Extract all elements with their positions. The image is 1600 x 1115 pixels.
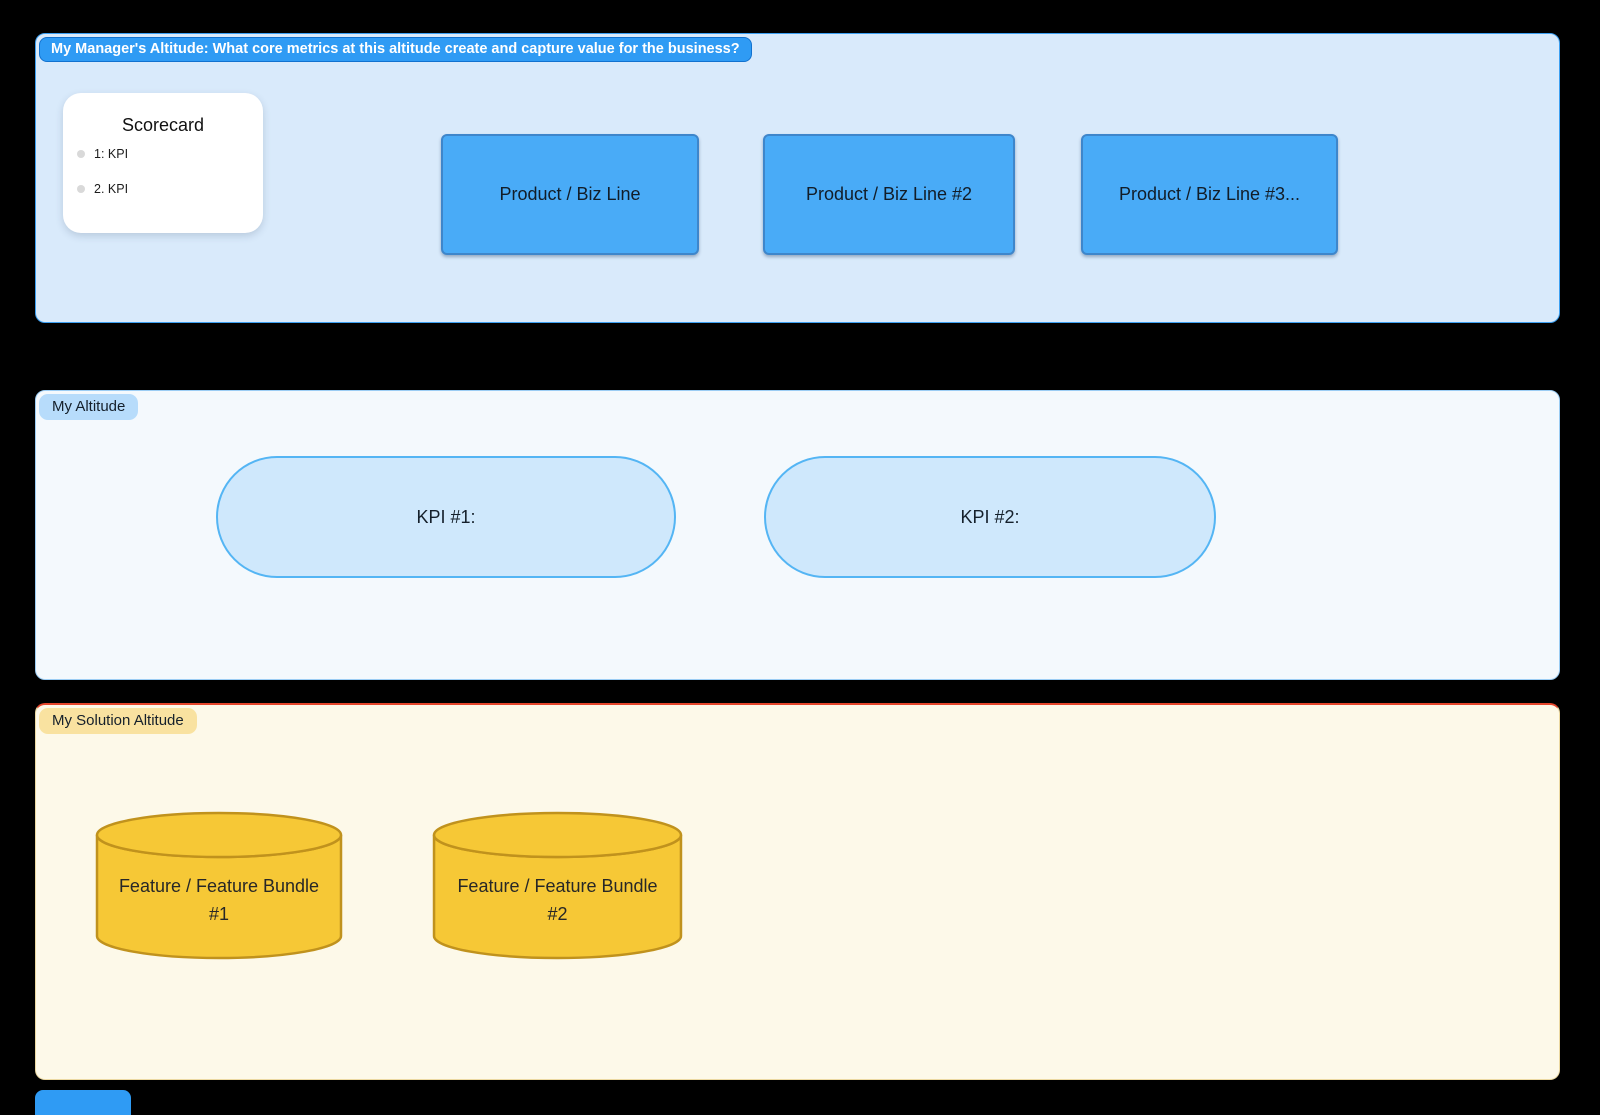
cylinder-label-line1: Feature / Feature Bundle bbox=[457, 876, 658, 896]
product-biz-line-box-2[interactable]: Product / Biz Line #2 bbox=[763, 134, 1015, 255]
scorecard-card[interactable]: Scorecard 1: KPI 2. KPI bbox=[63, 93, 263, 233]
scorecard-title: Scorecard bbox=[121, 115, 205, 135]
feature-bundle-cylinder-2[interactable]: Feature / Feature Bundle #2 bbox=[431, 810, 684, 962]
frame-title-badge-manager-altitude[interactable]: My Manager's Altitude: What core metrics… bbox=[39, 37, 752, 62]
kpi-pill-2[interactable]: KPI #2: bbox=[764, 456, 1216, 578]
scorecard-item-label: 2. KPI bbox=[94, 182, 129, 196]
frame-title-badge-my-altitude[interactable]: My Altitude bbox=[39, 394, 139, 420]
cylinder-label-line2: #1 bbox=[208, 904, 230, 924]
scorecard-item-label: 1: KPI bbox=[94, 147, 129, 161]
kpi-pill-1[interactable]: KPI #1: bbox=[216, 456, 676, 578]
bullet-icon bbox=[77, 150, 85, 158]
scorecard-item: 2. KPI bbox=[77, 182, 263, 196]
cylinder-label-line1: Feature / Feature Bundle bbox=[118, 876, 320, 896]
frame-my-altitude: My Altitude KPI #1: KPI #2: bbox=[35, 390, 1560, 680]
cylinder-label-line2: #2 bbox=[547, 904, 568, 924]
bullet-icon bbox=[77, 185, 85, 193]
feature-bundle-cylinder-1[interactable]: Feature / Feature Bundle #1 bbox=[94, 810, 344, 962]
partial-frame-badge-fragment[interactable] bbox=[35, 1090, 131, 1115]
frame-title-badge-solution-altitude[interactable]: My Solution Altitude bbox=[39, 708, 197, 734]
frame-manager-altitude: My Manager's Altitude: What core metrics… bbox=[35, 33, 1560, 323]
product-biz-line-box-3[interactable]: Product / Biz Line #3... bbox=[1081, 134, 1338, 255]
cylinder-label: Feature / Feature Bundle #2 bbox=[431, 872, 684, 928]
scorecard-item: 1: KPI bbox=[77, 147, 263, 161]
frame-solution-altitude: My Solution Altitude Feature / Feature B… bbox=[35, 703, 1560, 1080]
cylinder-label: Feature / Feature Bundle #1 bbox=[94, 872, 344, 928]
database-cylinder-icon bbox=[432, 811, 683, 960]
database-cylinder-icon bbox=[95, 811, 343, 960]
product-biz-line-box-1[interactable]: Product / Biz Line bbox=[441, 134, 699, 255]
